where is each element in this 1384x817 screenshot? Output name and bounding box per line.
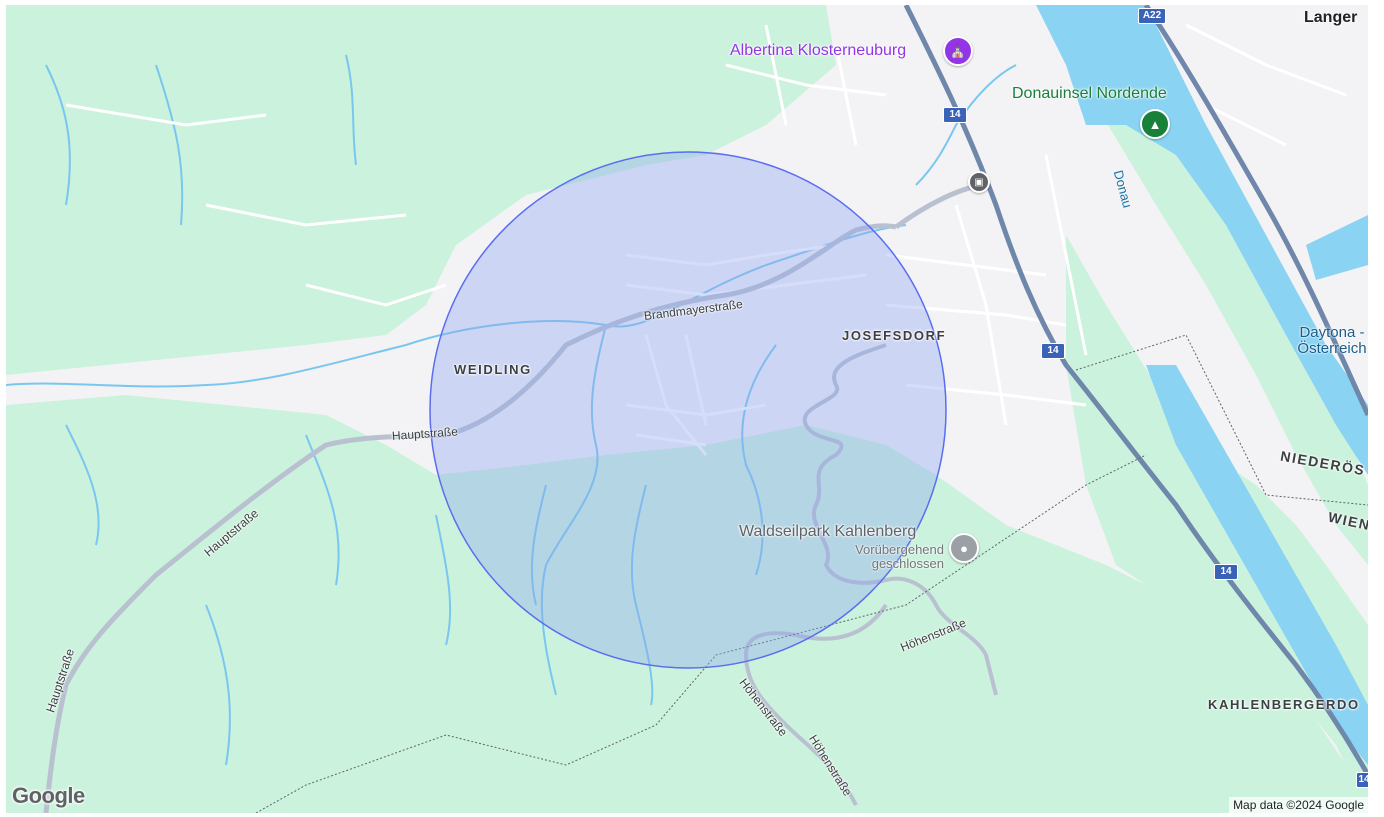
forest-area-south xyxy=(6,395,1368,813)
train-icon[interactable]: ▣ xyxy=(968,171,990,193)
admin-boundaries xyxy=(255,334,1368,813)
search-radius-circle[interactable] xyxy=(429,151,947,669)
tree-icon[interactable]: ▲ xyxy=(1140,109,1170,139)
highway-shield-14: 14 xyxy=(1356,772,1368,788)
district-label-josefsdorf: JOSEFSDORF xyxy=(842,328,947,343)
poi-label-waldseilpark[interactable]: Waldseilpark Kahlenberg xyxy=(739,523,917,540)
island-area xyxy=(1096,95,1368,565)
district-label-kahlenbergerdorf: KAHLENBERGERDO xyxy=(1208,697,1360,712)
place-label-daytona: Daytona - Österreich xyxy=(1297,324,1367,357)
poi-label-albertina[interactable]: Albertina Klosterneuburg xyxy=(730,42,907,59)
museum-icon[interactable]: ⛪ xyxy=(943,36,973,66)
district-label-weidling: WEIDLING xyxy=(454,362,532,377)
harbor-basin xyxy=(1306,215,1368,280)
poi-status-waldseilpark: Vorübergehend geschlossen xyxy=(855,542,944,571)
highway-a22 xyxy=(1143,5,1368,417)
map-base-layer xyxy=(6,5,1368,813)
highway-shield-14: 14 xyxy=(1214,564,1238,580)
poi-label-donauinsel[interactable]: Donauinsel Nordende xyxy=(1012,85,1167,102)
highway-14 xyxy=(903,5,1368,777)
river-donau-south xyxy=(1146,365,1368,765)
place-label-langen: Langer xyxy=(1304,9,1358,26)
highway-shield-a22: A22 xyxy=(1138,8,1166,24)
river-donau xyxy=(1036,5,1368,475)
forest-area-north xyxy=(6,5,836,375)
map-canvas[interactable]: WEIDLING JOSEFSDORF KAHLENBERGERDO Brand… xyxy=(6,5,1368,813)
forest-area-east xyxy=(1066,235,1368,813)
google-logo[interactable]: Google xyxy=(12,783,85,808)
highway-shield-14: 14 xyxy=(943,107,967,123)
map-attribution[interactable]: Map data ©2024 Google xyxy=(1229,797,1368,813)
streams xyxy=(6,54,1017,766)
pin-icon[interactable]: ● xyxy=(949,533,979,563)
highway-shield-14: 14 xyxy=(1041,343,1065,359)
